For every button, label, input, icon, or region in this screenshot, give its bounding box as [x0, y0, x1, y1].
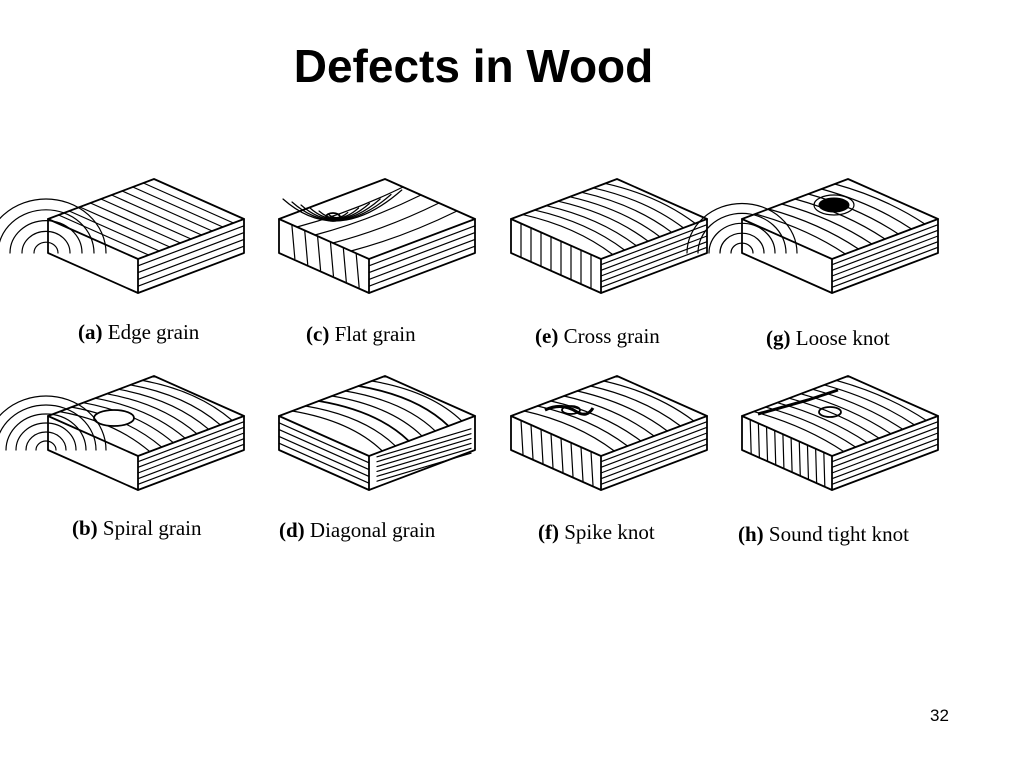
wood-block-spike-knot [507, 372, 711, 497]
wood-grain-lines [510, 375, 708, 491]
wood-grain-lines [0, 178, 245, 294]
wood-grain-lines [0, 375, 245, 491]
wood-grain-lines [510, 178, 708, 294]
caption-flat-grain: (c) Flat grain [306, 322, 416, 346]
wood-grain-lines [686, 178, 939, 294]
caption-spiral-grain: (b) Spiral grain [72, 516, 202, 540]
wood-block-flat-grain [275, 175, 479, 300]
wood-block-cross-grain [507, 175, 711, 300]
caption-cross-grain: (e) Cross grain [535, 324, 660, 348]
caption-spike-knot: (f) Spike knot [538, 520, 655, 544]
wood-grain-lines [278, 375, 476, 491]
caption-edge-grain: (a) Edge grain [78, 320, 200, 344]
slide-title: Defects in Wood [293, 40, 654, 92]
wood-block-loose-knot [686, 175, 942, 300]
caption-sound-tight-knot: (h) Sound tight knot [738, 522, 909, 546]
caption-diagonal-grain: (d) Diagonal grain [279, 518, 436, 542]
wood-grain-lines [741, 375, 939, 491]
wood-block-sound-tight-knot [738, 372, 942, 497]
wood-block-diagonal-grain [275, 372, 479, 497]
wood-block-spiral-grain [0, 372, 248, 497]
wood-grain-lines [278, 178, 476, 294]
caption-loose-knot: (g) Loose knot [766, 326, 890, 350]
wood-block-edge-grain [0, 175, 248, 300]
page-number: 32 [930, 706, 949, 725]
